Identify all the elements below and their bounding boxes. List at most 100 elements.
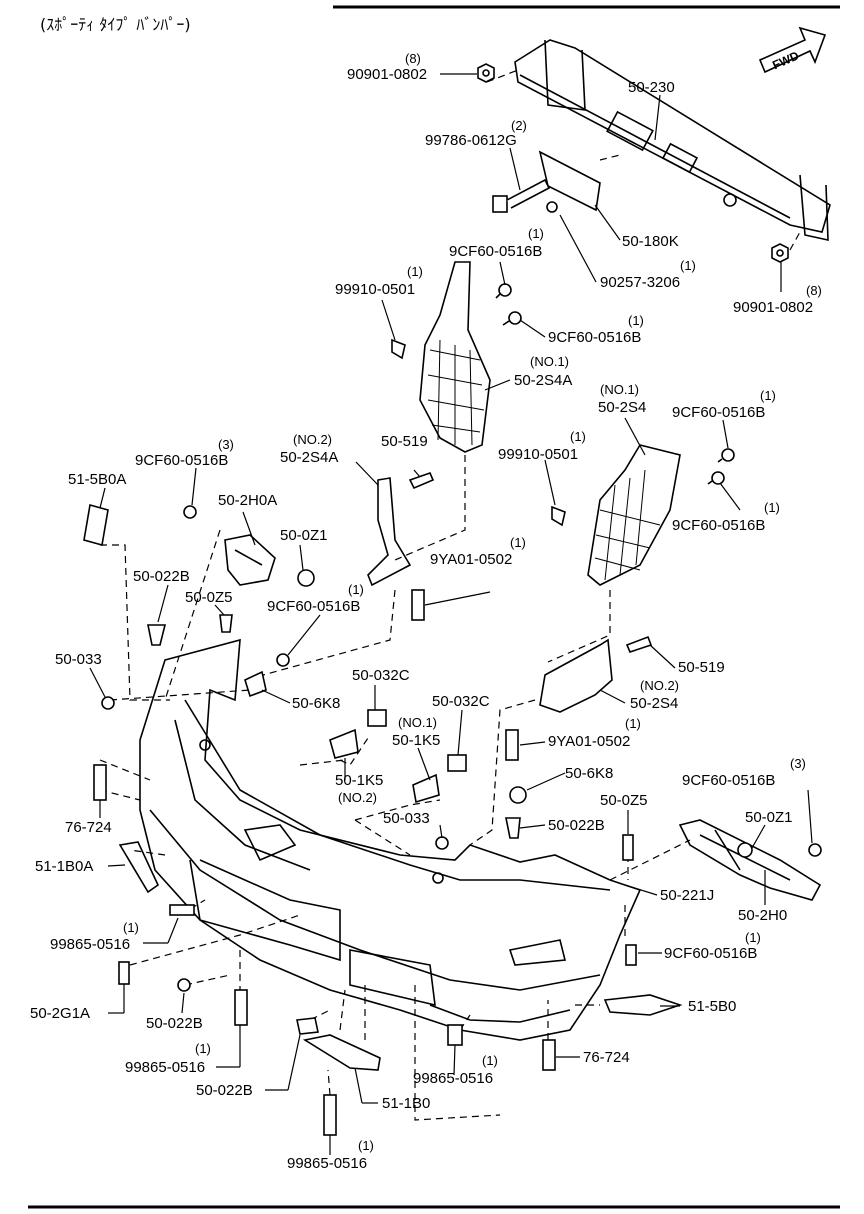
fwd-label: FWD: [770, 48, 801, 72]
callout-part-number: 9CF60-0516B: [449, 243, 542, 260]
callout-qty: (8): [806, 283, 822, 298]
callout-part-number: 9CF60-0516B: [672, 404, 765, 421]
callout-qty: (1): [482, 1053, 498, 1068]
bumper-bracket-left: [224, 534, 276, 586]
nut-lower: [771, 243, 789, 263]
callout-part-number: 50-221J: [660, 887, 714, 904]
callout-part-number: 51-1B0: [382, 1095, 430, 1112]
callout-qty: (1): [195, 1041, 211, 1056]
callout-part-number: 50-022B: [196, 1082, 253, 1099]
callout-qty: (1): [760, 388, 776, 403]
fastener-icons: [93, 283, 822, 1136]
callout-part-number: 9CF60-0516B: [267, 598, 360, 615]
callout-qty: (1): [528, 226, 544, 241]
callout-qty: (1): [764, 500, 780, 515]
callout-part-number: 50-2S4: [630, 695, 678, 712]
callout-part-number: 99910-0501: [498, 446, 578, 463]
callout-qty: (1): [348, 582, 364, 597]
callout-qty: (8): [405, 51, 421, 66]
callout-qty: (1): [510, 535, 526, 550]
callout-part-number: 90257-3206: [600, 274, 680, 291]
callout-qty: (NO.2): [338, 790, 377, 805]
callout-part-number: 50-2H0: [738, 907, 787, 924]
callout-part-number: 50-022B: [133, 568, 190, 585]
callout-qty: (NO.1): [600, 382, 639, 397]
callout-part-number: 50-230: [628, 79, 675, 96]
diagram-title: (ｽﾎﾟｰﾃｨ ﾀｲﾌﾟ ﾊﾞﾝﾊﾟｰ): [40, 15, 191, 34]
callout-qty: (1): [745, 930, 761, 945]
callout-part-number: 9CF60-0516B: [672, 517, 765, 534]
side-marker-left: [83, 503, 109, 547]
callout-part-number: 50-519: [678, 659, 725, 676]
callout-part-number: 50-1K5: [392, 732, 440, 749]
callout-part-number: 50-0Z1: [280, 527, 328, 544]
reflector-left: [118, 841, 160, 894]
callout-part-number: 50-022B: [146, 1015, 203, 1032]
bracket-50-180k: [538, 150, 601, 213]
callout-part-number: 9CF60-0516B: [135, 452, 228, 469]
callout-part-number: 50-0Z5: [600, 792, 648, 809]
callout-part-number: 50-519: [381, 433, 428, 450]
callout-part-number: 99865-0516: [287, 1155, 367, 1172]
callout-qty: (1): [680, 258, 696, 273]
callout-qty: (1): [628, 313, 644, 328]
callout-part-number: 9CF60-0516B: [548, 329, 641, 346]
callout-qty: (1): [625, 716, 641, 731]
callout-qty: (NO.1): [530, 354, 569, 369]
callout-qty: (3): [790, 756, 806, 771]
callout-part-number: 51-5B0A: [68, 471, 126, 488]
callout-qty: (1): [123, 920, 139, 935]
fwd-arrow-icon: FWD: [758, 26, 827, 74]
callout-part-number: 50-2S4A: [514, 372, 572, 389]
callout-part-number: 9CF60-0516B: [682, 772, 775, 789]
callout-part-number: 50-0Z1: [745, 809, 793, 826]
callout-qty: (1): [358, 1138, 374, 1153]
callout-qty: (2): [511, 118, 527, 133]
callout-part-number: 9CF60-0516B: [664, 945, 757, 962]
callout-part-number: 99910-0501: [335, 281, 415, 298]
callout-qty: (NO.2): [640, 678, 679, 693]
callout-part-number: 51-1B0A: [35, 858, 93, 875]
callout-part-number: 50-0Z5: [185, 589, 233, 606]
callout-qty: (NO.1): [398, 715, 437, 730]
callout-part-number: 50-1K5: [335, 772, 383, 789]
nut-upper: [477, 63, 495, 83]
callout-part-number: 90901-0802: [347, 66, 427, 83]
callout-part-number: 99865-0516: [125, 1059, 205, 1076]
callout-part-number: 50-022B: [548, 817, 605, 834]
callout-part-number: 50-6K8: [565, 765, 613, 782]
callout-qty: (3): [218, 437, 234, 452]
callout-qty: (1): [407, 264, 423, 279]
reflector-right: [302, 1034, 381, 1071]
callout-part-number: 50-032C: [432, 693, 490, 710]
callout-part-number: 76-724: [583, 1049, 630, 1066]
splash-shield-left-no2: [367, 477, 412, 587]
leader-lines: [89, 73, 813, 1155]
callout-part-number: 50-033: [383, 810, 430, 827]
bumper-reinforcement-beam: [514, 39, 831, 242]
callout-part-number: 50-2S4: [598, 399, 646, 416]
callout-part-number: 50-2H0A: [218, 492, 277, 509]
splash-shield-right-no2: [539, 638, 613, 713]
callout-part-number: 50-6K8: [292, 695, 340, 712]
splash-shield-left-no1: [419, 261, 491, 453]
callout-part-number: 9YA01-0502: [430, 551, 512, 568]
callout-part-number: 50-033: [55, 651, 102, 668]
callout-qty: (1): [570, 429, 586, 444]
callout-part-number: 50-032C: [352, 667, 410, 684]
callout-part-number: 99865-0516: [413, 1070, 493, 1087]
callout-part-number: 9YA01-0502: [548, 733, 630, 750]
callout-part-number: 90901-0802: [733, 299, 813, 316]
callout-part-number: 50-180K: [622, 233, 679, 250]
splash-shield-right-no1: [587, 444, 681, 586]
callout-part-number: 50-2S4A: [280, 449, 338, 466]
callout-part-number: 76-724: [65, 819, 112, 836]
callout-qty: (NO.2): [293, 432, 332, 447]
callout-part-number: 50-2G1A: [30, 1005, 90, 1022]
bolt-99786: [492, 178, 551, 213]
callout-part-number: 99865-0516: [50, 936, 130, 953]
callout-labels: (8) 90901-0802 50-230 (2) 99786-0612G 50…: [30, 51, 822, 1172]
callout-part-number: 99786-0612G: [425, 132, 517, 149]
